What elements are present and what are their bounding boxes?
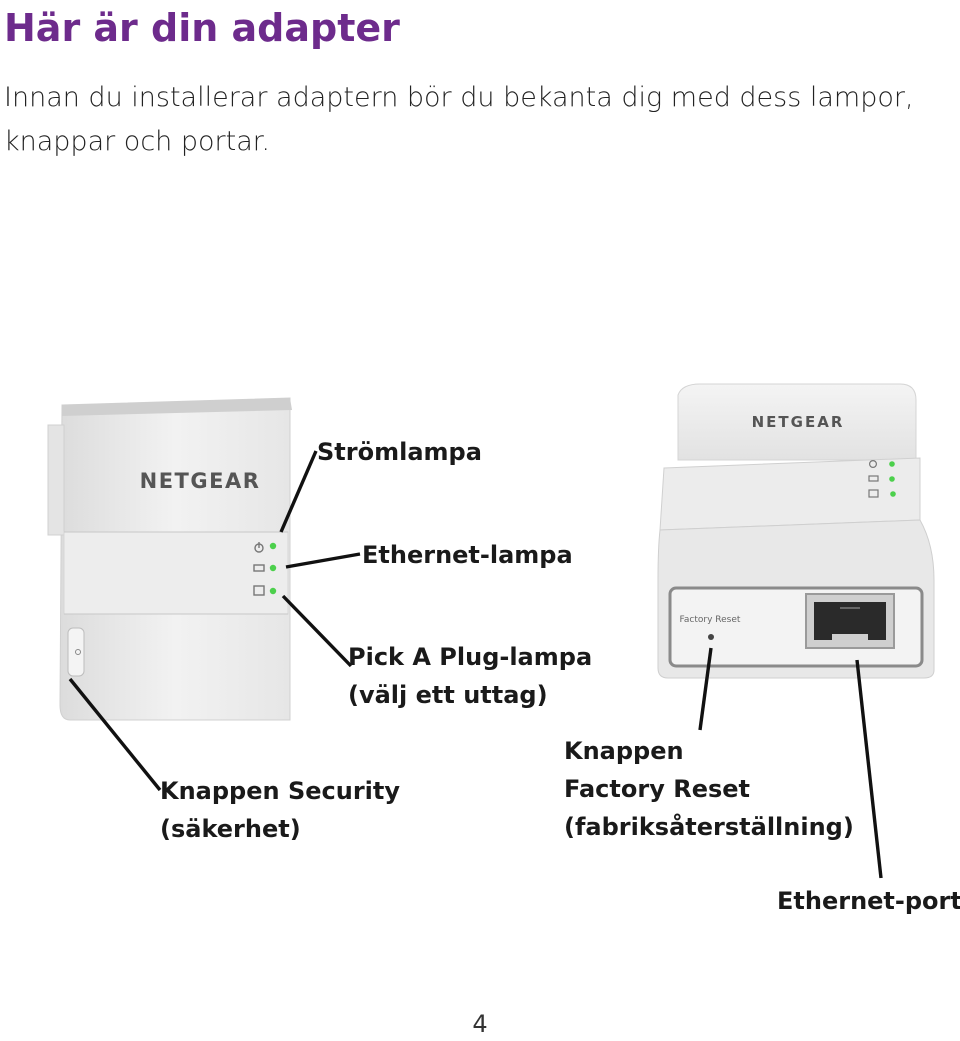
right-pick-a-plug-led: [890, 491, 896, 497]
ethernet-port-label: Ethernet-port: [777, 887, 960, 915]
page-title: Här är din adapter: [4, 6, 400, 50]
right-ethernet-led: [889, 476, 895, 482]
factory-reset-callout-line: [698, 647, 713, 731]
right-adapter: NETGEAR Factory Reset: [657, 383, 935, 679]
left-ethernet-led: [269, 564, 277, 572]
ethernet-led-callout-line: [285, 552, 361, 569]
security-button-callout-line: [68, 677, 162, 792]
ethernet-port-callout-line: [855, 659, 883, 879]
lock-icon: [75, 649, 81, 655]
ethernet-led-label: Ethernet-lampa: [362, 541, 573, 569]
intro-paragraph: Innan du installerar adaptern bör du bek…: [4, 82, 914, 157]
power-led-label: Strömlampa: [317, 438, 482, 466]
right-power-led: [889, 461, 895, 467]
left-led-icons: [253, 542, 265, 596]
left-power-led: [269, 542, 277, 550]
page-number: 4: [472, 1010, 488, 1038]
pick-a-plug-line-2: (välj ett uttag): [348, 681, 548, 709]
left-pick-a-plug-led: [269, 587, 277, 595]
pick-a-plug-led-label: Pick A Plug-lampa (välj ett uttag): [348, 638, 592, 714]
factory-reset-line-1: Knappen: [564, 737, 684, 765]
factory-reset-printed-label: Factory Reset: [680, 615, 741, 625]
factory-reset-button: [708, 634, 714, 640]
security-label-line-1: Knappen Security: [160, 777, 401, 805]
power-led-callout-line: [279, 450, 318, 533]
left-brand-logo: NETGEAR: [140, 469, 261, 493]
factory-reset-line-2: Factory Reset: [564, 775, 750, 803]
left-adapter: NETGEAR: [47, 397, 292, 721]
right-led-icons: [868, 460, 879, 498]
right-brand-logo: NETGEAR: [752, 413, 845, 431]
security-label-line-2: (säkerhet): [160, 815, 301, 843]
pick-a-plug-line-1: Pick A Plug-lampa: [348, 643, 593, 671]
factory-reset-line-3: (fabriksåterställning): [564, 813, 854, 841]
pick-a-plug-callout-line: [281, 594, 353, 668]
callout-lines: [68, 450, 883, 879]
security-button-label: Knappen Security (säkerhet): [160, 772, 400, 848]
factory-reset-label: Knappen Factory Reset (fabriksåterställn…: [564, 732, 854, 846]
